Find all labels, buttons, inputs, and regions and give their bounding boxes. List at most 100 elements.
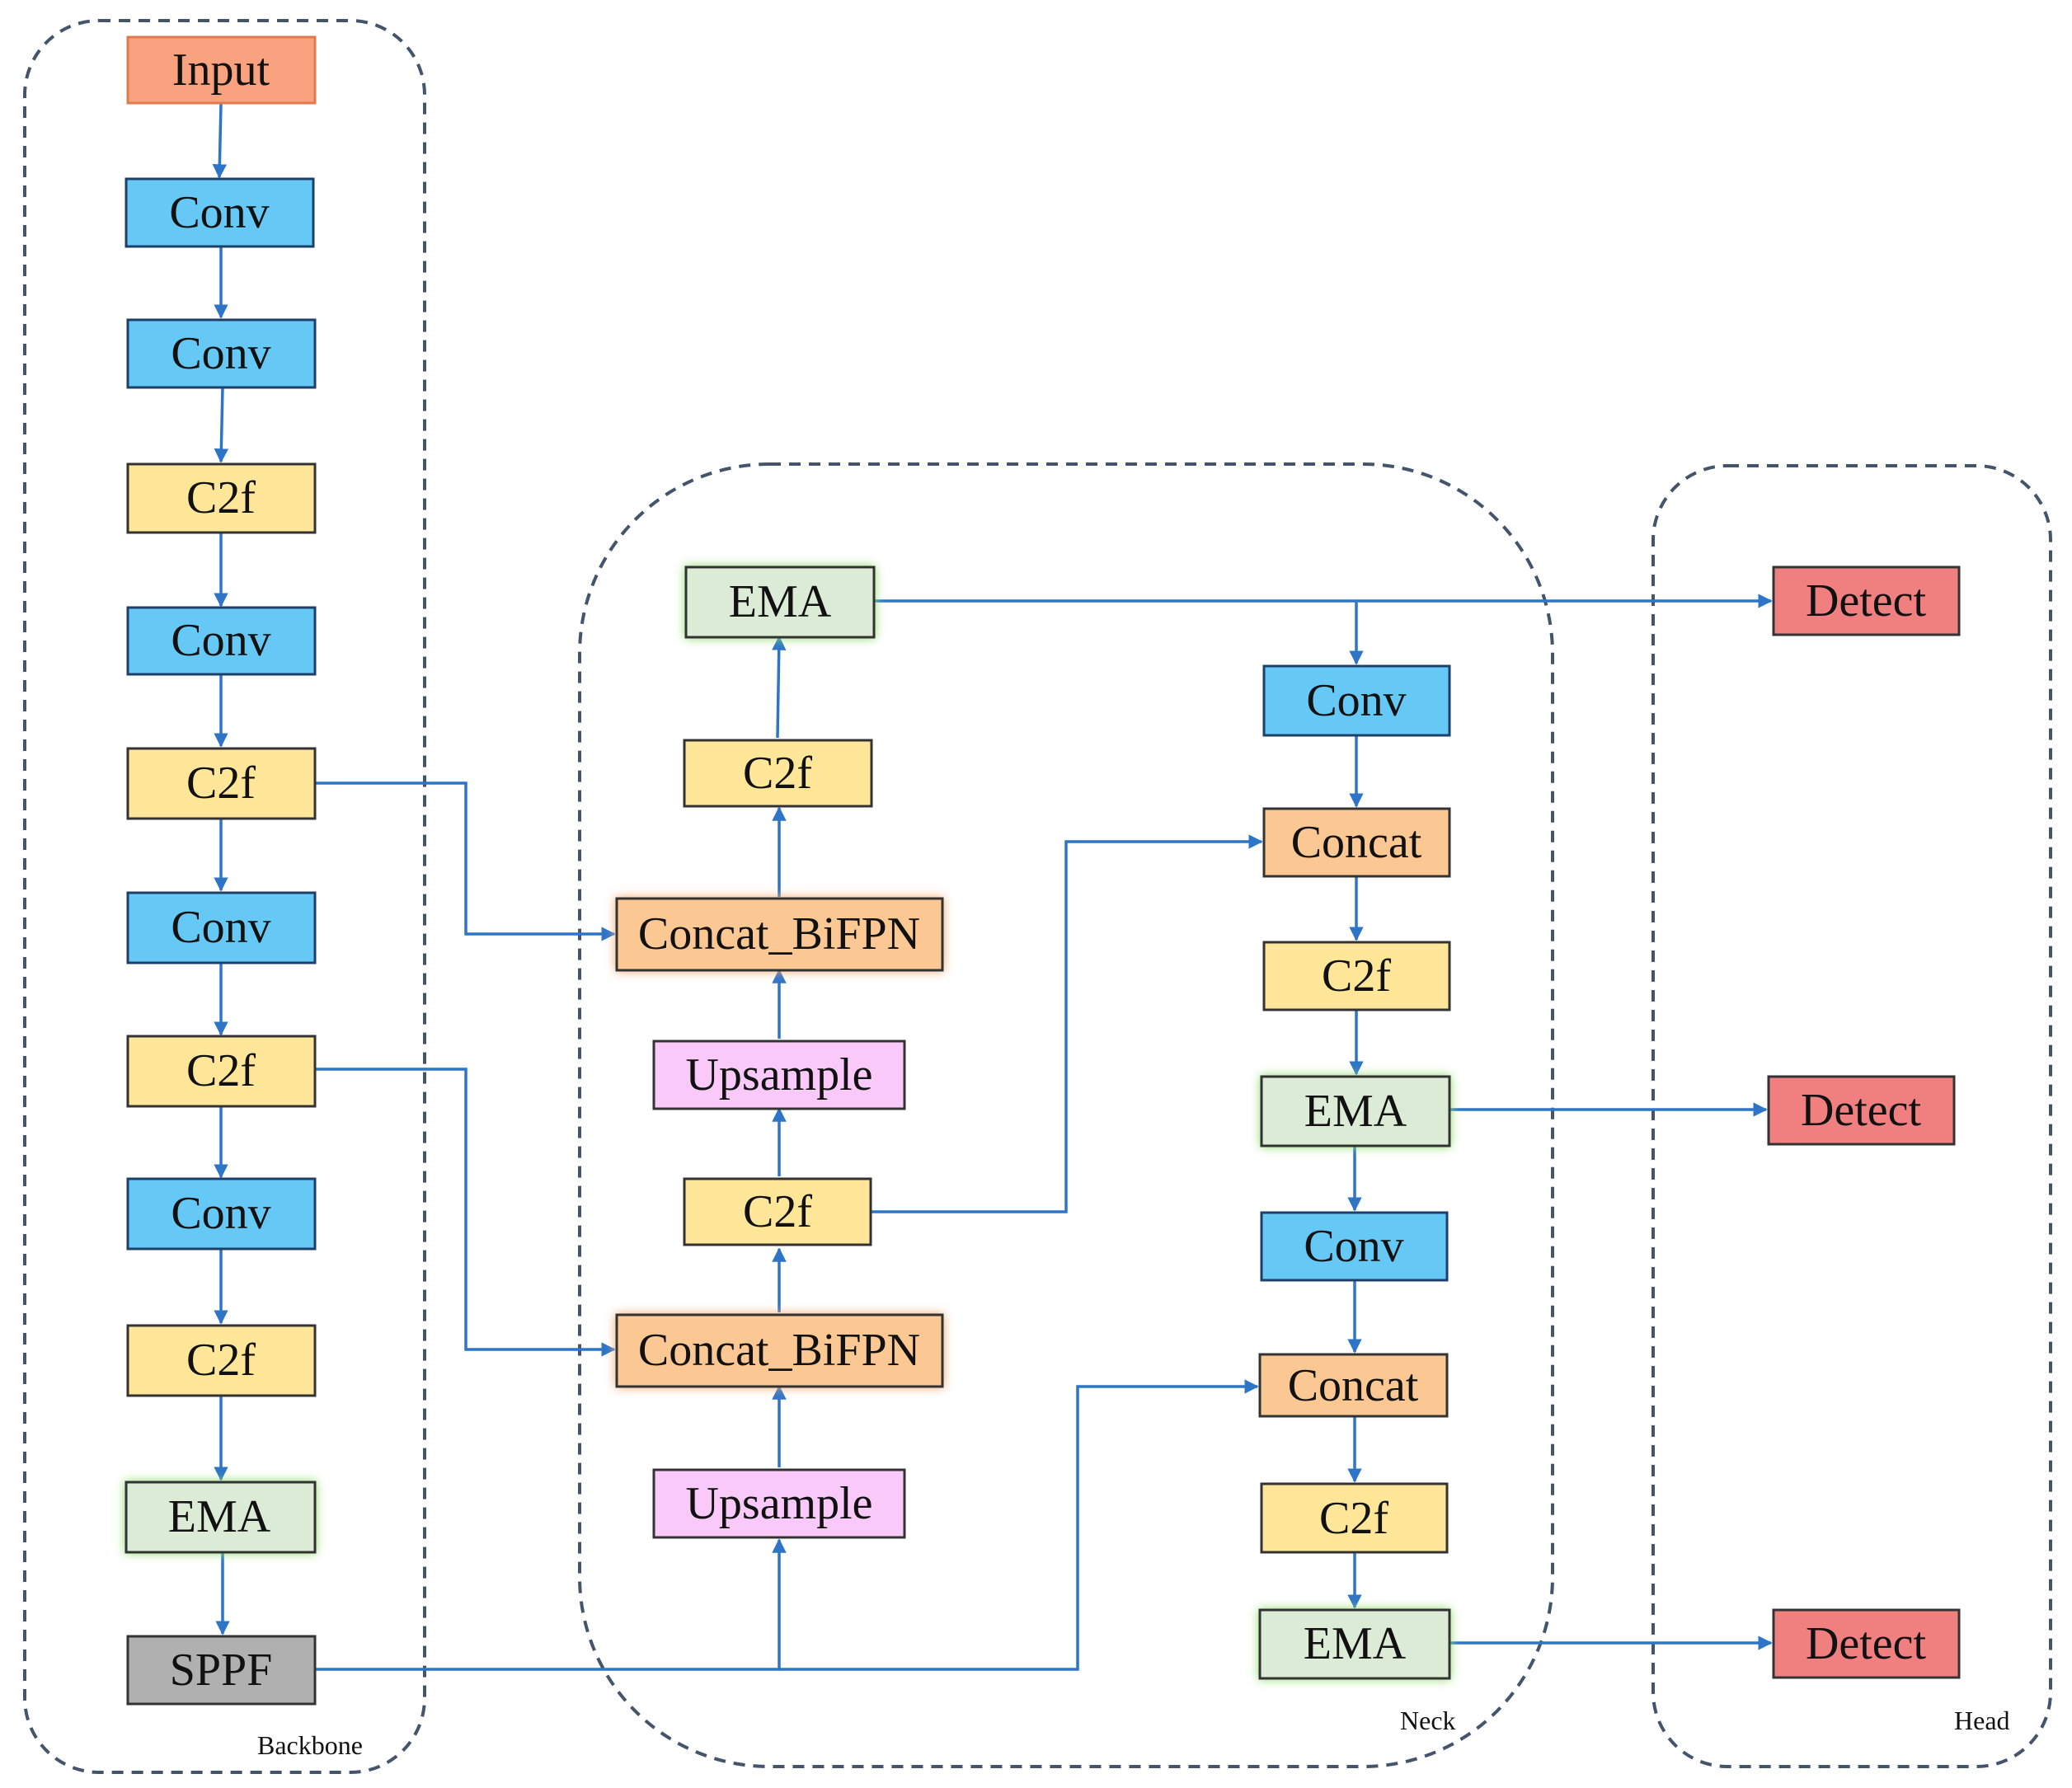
node-label: C2f [743,748,812,799]
node-label: Input [172,45,270,96]
head-detect-2: Detect [1767,1075,1956,1146]
node-label: C2f [743,1186,812,1237]
node-label: Detect [1806,575,1927,627]
backbone-c2f-3: C2f [126,1035,317,1108]
node-label: Concat [1291,817,1422,868]
backbone-conv-1: Conv [125,177,315,248]
node-box [126,35,317,105]
node-label: C2f [1319,1493,1388,1544]
node-box [683,1177,872,1246]
neck-upsample-top: Upsample [652,1039,906,1110]
node-box [1260,1075,1451,1147]
node-label: Upsample [685,1049,872,1100]
neck-concat-bifpn-bot: Concat_BiFPN [615,1313,944,1388]
head-label: Head [1954,1706,2010,1735]
neck-c2f-top: C2f [683,739,873,808]
neck-ema-r1: EMA [1260,1075,1451,1147]
node-label: Conv [1304,1221,1403,1272]
neck-c2f-r2: C2f [1260,1482,1449,1554]
head-group [1651,464,2052,1768]
head-detect-3: Detect [1772,1608,1961,1679]
backbone-label: Backbone [257,1730,363,1760]
node-box [1767,1075,1956,1146]
node-label: C2f [1322,950,1391,1002]
node-label: EMA [729,576,832,627]
neck-conv-r1: Conv [1262,664,1451,737]
node-label: EMA [1304,1618,1407,1669]
node-box [683,739,873,808]
node-label: Upsample [685,1478,872,1529]
backbone-c2f-4: C2f [126,1324,317,1397]
node-label: EMA [1304,1086,1407,1137]
node-label: Conv [1306,675,1406,726]
edge-c2f-mid-concat-r1 [871,834,1263,1213]
node-box [126,606,317,676]
head-detect-1: Detect [1772,565,1961,636]
edge-c2f-top-ema-top [771,636,787,739]
node-label: C2f [186,1335,256,1386]
node-box [126,1177,317,1251]
neck-conv-r2: Conv [1260,1211,1449,1282]
backbone-ema: EMA [125,1481,317,1554]
node-box [652,1039,906,1110]
edge-c2f2-bifpn-top [315,781,616,941]
node-box [1772,1608,1961,1679]
node-label: Concat_BiFPN [638,908,920,960]
node-box [126,747,317,820]
node-box [1260,1482,1449,1554]
backbone-input: Input [126,35,317,105]
node-box [125,177,315,248]
edge-c2f3-bifpn-bot [315,1068,616,1357]
node-box [1262,941,1451,1011]
node-box [1262,664,1451,737]
node-label: Conv [171,615,270,666]
node-box [1258,1353,1449,1418]
node-box [684,565,876,639]
edge-sppf-upsample-bot [315,1538,787,1671]
node-box [615,1313,944,1388]
node-box [126,318,317,389]
node-box [125,1481,317,1554]
node-box [126,462,317,534]
backbone-c2f-2: C2f [126,747,317,820]
node-label: SPPF [170,1645,273,1696]
node-label: Conv [171,328,270,379]
backbone-conv-4: Conv [126,891,317,964]
node-label: Detect [1801,1085,1922,1136]
neck-ema-r2: EMA [1258,1608,1451,1680]
node-box [615,897,944,972]
node-box [1258,1608,1451,1680]
edge-sppf-concat-r2 [779,1379,1259,1671]
backbone-conv-3: Conv [126,606,317,676]
node-box [126,1635,317,1706]
node-label: EMA [168,1491,271,1542]
node-box [1772,565,1961,636]
backbone-conv-5: Conv [126,1177,317,1251]
node-label: Conv [169,187,269,238]
neck-concat-r1: Concat [1262,807,1451,878]
neck-upsample-bot: Upsample [652,1468,906,1539]
node-box [126,1324,317,1397]
node-label: Conv [171,1188,270,1239]
node-label: C2f [186,1045,256,1096]
backbone-c2f-1: C2f [126,462,317,534]
node-box [126,1035,317,1108]
edge-input-conv1 [212,102,228,179]
node-label: C2f [186,472,256,523]
nodes: Input Conv Conv C2f Conv C2f Conv C2f [125,35,1961,1706]
node-label: Conv [171,902,270,953]
neck-group [578,462,1554,1768]
backbone-sppf: SPPF [126,1635,317,1706]
neck-ema-top: EMA [684,565,876,639]
node-box [652,1468,906,1539]
neck-c2f-r1: C2f [1262,941,1451,1011]
edge-conv2-c2f1 [214,387,229,463]
node-box [126,891,317,964]
node-box [1262,807,1451,878]
neck-concat-r2: Concat [1258,1353,1449,1418]
neck-label: Neck [1400,1706,1456,1735]
node-label: Detect [1806,1618,1927,1669]
node-label: Concat_BiFPN [638,1325,920,1376]
node-box [1260,1211,1449,1282]
backbone-conv-2: Conv [126,318,317,389]
